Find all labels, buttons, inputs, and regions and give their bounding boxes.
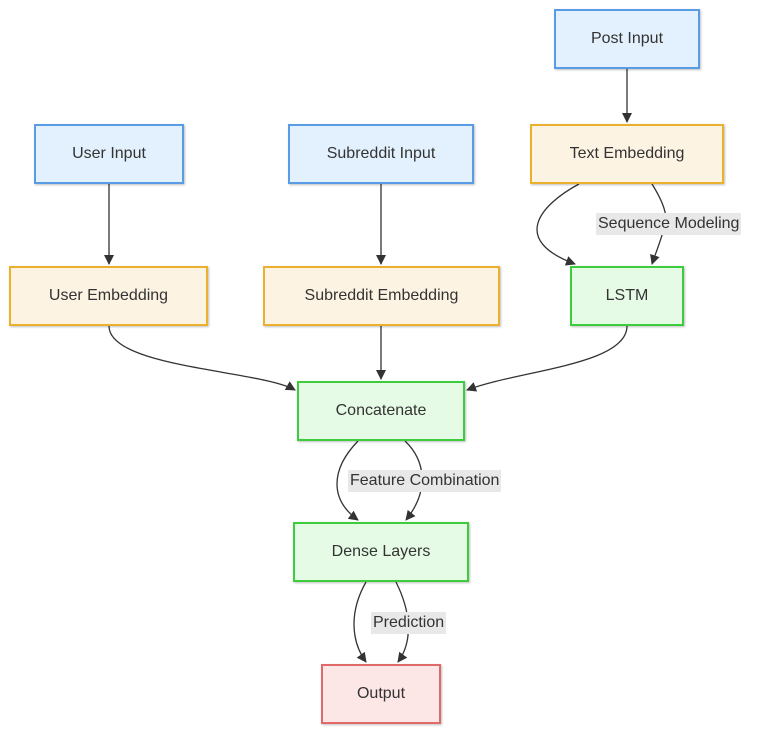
node-subreddit-embedding: Subreddit Embedding <box>263 266 500 326</box>
edge-dense-to-output-left <box>353 581 367 663</box>
edge-text-to-lstm-left <box>536 183 580 266</box>
node-lstm: LSTM <box>570 266 684 326</box>
node-dense-layers: Dense Layers <box>293 522 469 582</box>
edge-label-feature-combination: Feature Combination <box>348 470 502 492</box>
edge-concat-to-dense-left <box>336 440 359 521</box>
edge-lstm-to-concat <box>466 325 628 392</box>
edge-label-prediction: Prediction <box>371 612 447 634</box>
node-concatenate: Concatenate <box>297 381 465 441</box>
node-user-embedding: User Embedding <box>9 266 208 326</box>
edge-label-sequence-modeling: Sequence Modeling <box>596 213 742 235</box>
node-post-input: Post Input <box>554 9 700 69</box>
node-text-embedding: Text Embedding <box>530 124 724 184</box>
node-output: Output <box>321 664 441 724</box>
node-subreddit-input: Subreddit Input <box>288 124 474 184</box>
node-user-input: User Input <box>34 124 184 184</box>
edge-user-embedding-to-concat <box>108 325 296 391</box>
